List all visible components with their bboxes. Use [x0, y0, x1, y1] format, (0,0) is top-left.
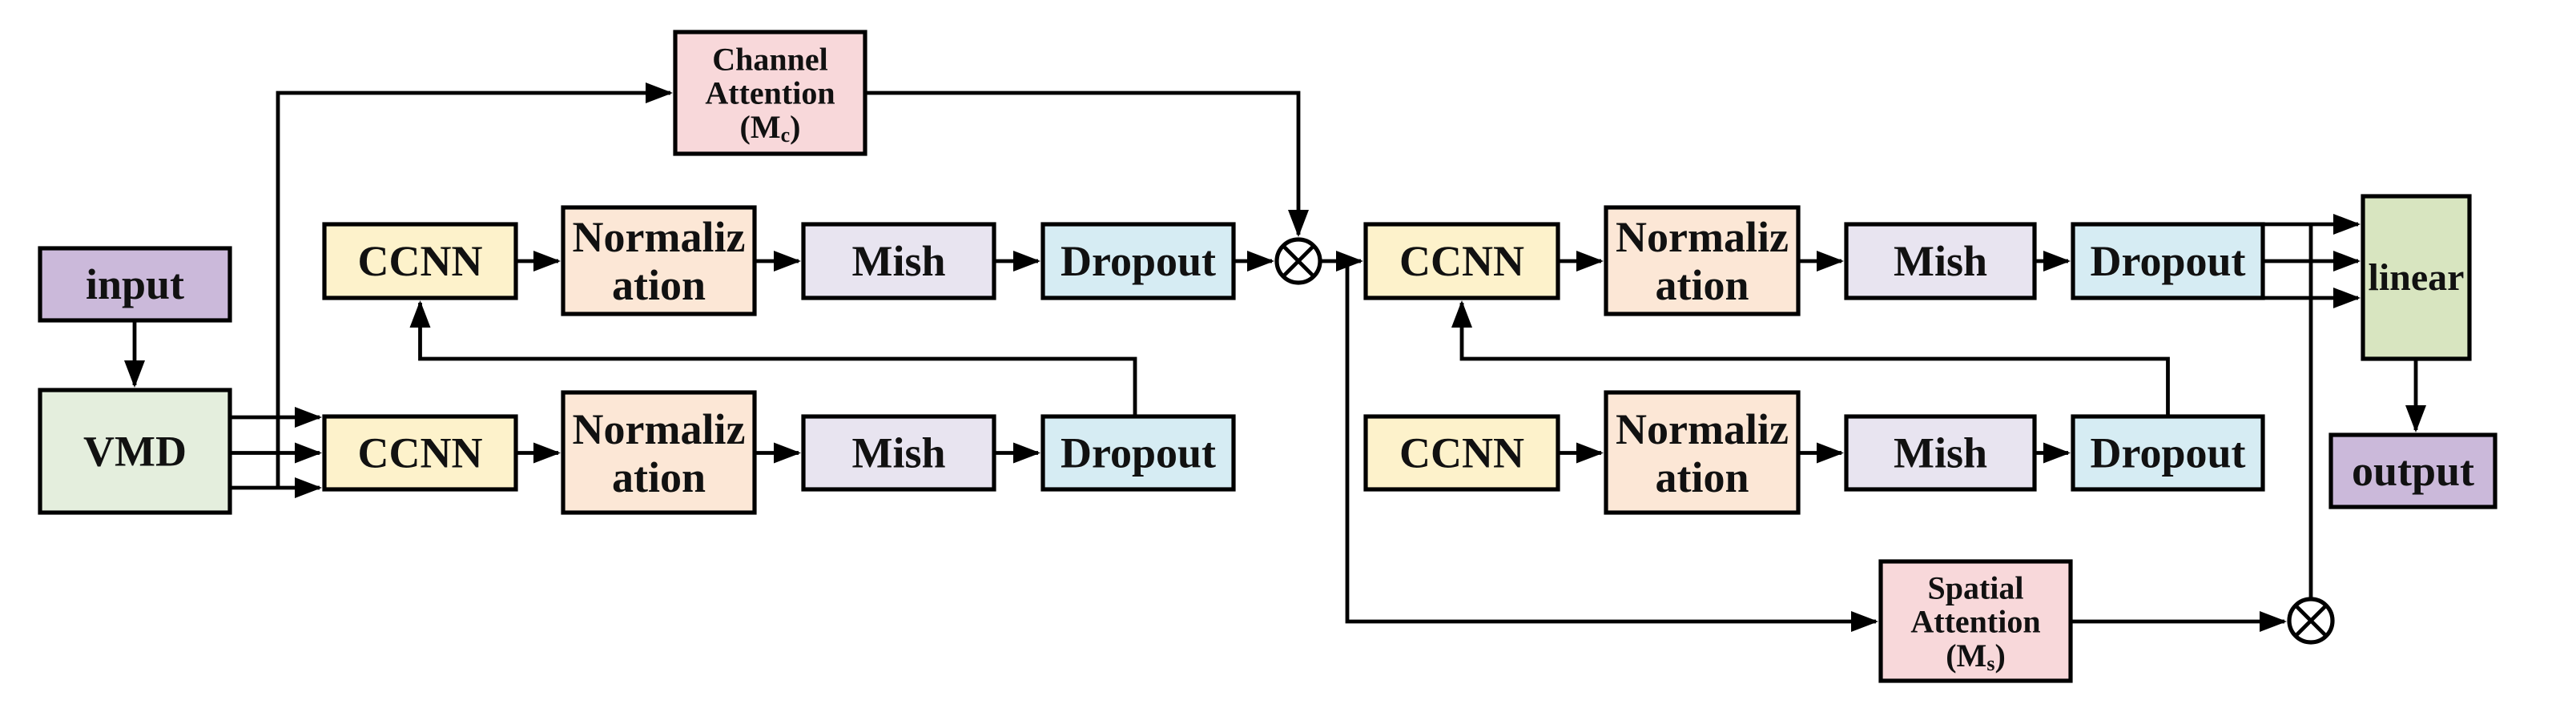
normalization-label-bottom-right-line1: Normaliz [1616, 405, 1789, 453]
normalization-label-top-left-line2: ation [612, 261, 706, 309]
ccnn-label-bottom-left: CCNN [358, 429, 483, 477]
dropout-box-top-right [2071, 222, 2265, 300]
mish-box-top-left [801, 222, 996, 300]
mish-box-bottom-left [801, 414, 996, 492]
linear-box [2361, 194, 2472, 361]
ccnn-box-top-right [1363, 222, 1560, 300]
ccnn-box-bottom-right [1363, 414, 1560, 492]
output-label: output [2352, 447, 2474, 495]
normalization-label-top-left-line1: Normaliz [573, 213, 746, 261]
channel-attention-label-line2: Attention [705, 75, 835, 111]
mish-label-bottom-left: Mish [851, 429, 945, 477]
channel-attention-label-line3: (Mc) [740, 109, 801, 147]
ccnn-label-bottom-right: CCNN [1399, 429, 1524, 477]
normalization-box-bottom-left [561, 390, 757, 515]
connector-to-channel-attention [276, 82, 673, 488]
spatial-attention-label-line2: Attention [1910, 604, 2040, 640]
mish-label-top-right: Mish [1894, 237, 1987, 285]
normalization-label-top-right-line1: Normaliz [1616, 213, 1789, 261]
dropout-box-bottom-left [1040, 414, 1236, 492]
multiply-icon-spatial [2287, 597, 2335, 645]
vmd-box [38, 388, 232, 515]
mish-label-bottom-right: Mish [1894, 429, 1987, 477]
dropout-label-top-left: Dropout [1061, 237, 1216, 285]
normalization-box-top-right [1604, 205, 1801, 316]
linear-label: linear [2369, 256, 2465, 299]
output-box [2328, 432, 2498, 509]
normalization-label-bottom-right-line2: ation [1655, 453, 1749, 501]
multiply-icon-channel [1274, 237, 1322, 285]
dropout-label-top-right: Dropout [2090, 237, 2245, 285]
vmd-label: VMD [83, 428, 187, 476]
connector-dropout-feedback-right [1451, 300, 2170, 416]
spatial-attention-label-line3: (Ms) [1946, 638, 2006, 675]
channel-attention-box [673, 30, 867, 156]
input-box [38, 246, 232, 323]
ccnn-label-top-left: CCNN [358, 237, 483, 285]
dropout-box-top-left [1040, 222, 1236, 300]
mish-label-top-left: Mish [851, 237, 945, 285]
dropout-box-bottom-right [2071, 414, 2265, 492]
connector-channel-attention-to-multiply [865, 91, 1309, 237]
connector-to-spatial-attention [1345, 261, 1878, 632]
spatial-attention-box [1878, 559, 2073, 683]
normalization-label-bottom-left-line2: ation [612, 453, 706, 501]
channel-attention-label-line1: Channel [712, 42, 828, 78]
normalization-box-bottom-right [1604, 390, 1801, 515]
normalization-label-bottom-left-line1: Normaliz [573, 405, 746, 453]
mish-box-top-right [1844, 222, 2037, 300]
ccnn-box-top-left [322, 222, 518, 300]
ccnn-label-top-right: CCNN [1399, 237, 1524, 285]
connector-dropout-feedback-left [409, 300, 1137, 416]
dropout-label-bottom-right: Dropout [2090, 429, 2245, 477]
mish-box-bottom-right [1844, 414, 2037, 492]
normalization-label-top-right-line2: ation [1655, 261, 1749, 309]
spatial-attention-label-line1: Spatial [1927, 570, 2023, 606]
ccnn-box-bottom-left [322, 414, 518, 492]
dropout-label-bottom-left: Dropout [1061, 429, 1216, 477]
normalization-box-top-left [561, 205, 757, 316]
input-label: input [86, 260, 184, 308]
